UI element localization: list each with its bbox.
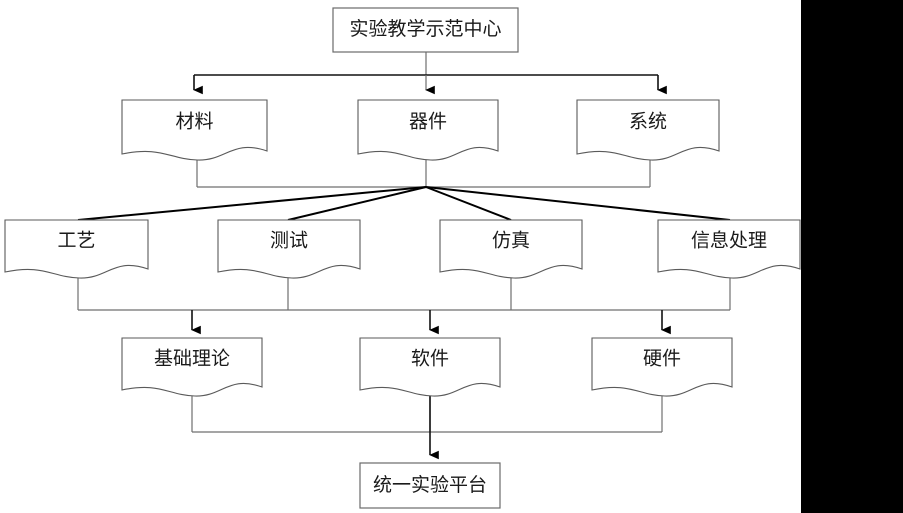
node-hitbox-lilun[interactable] [122, 338, 262, 399]
node-shape-ceshi [217, 219, 361, 279]
node-cailiao[interactable]: 材料 [121, 99, 268, 163]
node-pingtai[interactable]: 统一实验平台 [359, 462, 501, 513]
node-qijian[interactable]: 器件 [357, 99, 499, 163]
connector-fan-to-level3 [77, 186, 731, 221]
node-yingjian[interactable]: 硬件 [591, 337, 733, 399]
right-black-margin [801, 0, 903, 513]
node-shape-fangzhen [439, 219, 583, 279]
node-shape-root [332, 7, 519, 53]
node-hitbox-ceshi[interactable] [218, 220, 360, 281]
node-hitbox-cailiao[interactable] [122, 100, 267, 163]
node-hitbox-root[interactable] [333, 8, 518, 60]
node-xitong[interactable]: 系统 [576, 99, 720, 163]
node-shape-xitong [576, 99, 720, 161]
node-label-yingjian: 硬件 [643, 348, 681, 370]
node-shape-gongyi [4, 219, 149, 279]
diagram-canvas: 实验教学示范中心材料 器件 系统工艺 测试 仿真 信息处理基础理论 软件 硬件统一实验平台 [0, 0, 801, 513]
node-shape-xinxi [657, 219, 801, 279]
node-label-fangzhen: 仿真 [492, 230, 530, 252]
node-label-root: 实验教学示范中心 [349, 18, 501, 40]
node-label-cailiao: 材料 [175, 110, 213, 132]
node-shape-qijian [357, 99, 499, 161]
node-label-pingtai: 统一实验平台 [373, 474, 487, 496]
node-fangzhen[interactable]: 仿真 [439, 219, 583, 281]
node-lilun[interactable]: 基础理论 [121, 337, 263, 399]
flowchart-svg: 实验教学示范中心材料 器件 系统工艺 测试 仿真 信息处理基础理论 软件 硬件统一实验平台 [4, 7, 801, 513]
node-hitbox-xitong[interactable] [577, 100, 719, 163]
node-hitbox-yingjian[interactable] [592, 338, 732, 399]
node-label-xinxi: 信息处理 [691, 230, 767, 252]
node-hitbox-ruanjian[interactable] [360, 338, 500, 399]
node-shape-ruanjian [359, 337, 501, 397]
node-label-lilun: 基础理论 [154, 348, 230, 370]
node-label-qijian: 器件 [409, 110, 447, 132]
node-shape-lilun [121, 337, 263, 397]
connector-root-to-level2 [193, 52, 667, 95]
node-label-ceshi: 测试 [270, 230, 308, 252]
node-hitbox-qijian[interactable] [358, 100, 498, 163]
node-hitbox-pingtai[interactable] [360, 463, 500, 513]
node-xinxi[interactable]: 信息处理 [657, 219, 801, 281]
node-label-ruanjian: 软件 [411, 348, 449, 370]
node-shape-yingjian [591, 337, 733, 397]
node-ruanjian[interactable]: 软件 [359, 337, 501, 399]
node-shape-pingtai [359, 462, 501, 509]
node-shape-cailiao [121, 99, 268, 161]
node-hitbox-xinxi[interactable] [658, 220, 800, 281]
node-label-xitong: 系统 [629, 110, 667, 132]
node-root[interactable]: 实验教学示范中心 [332, 7, 519, 60]
node-hitbox-gongyi[interactable] [5, 220, 148, 281]
node-label-gongyi: 工艺 [57, 230, 95, 252]
node-gongyi[interactable]: 工艺 [4, 219, 149, 281]
connector-level3-to-level4 [77, 268, 731, 335]
node-hitbox-fangzhen[interactable] [440, 220, 582, 281]
node-layer: 实验教学示范中心材料 器件 系统工艺 测试 仿真 信息处理基础理论 软件 硬件统一实验平台 [4, 7, 801, 513]
node-ceshi[interactable]: 测试 [217, 219, 361, 281]
